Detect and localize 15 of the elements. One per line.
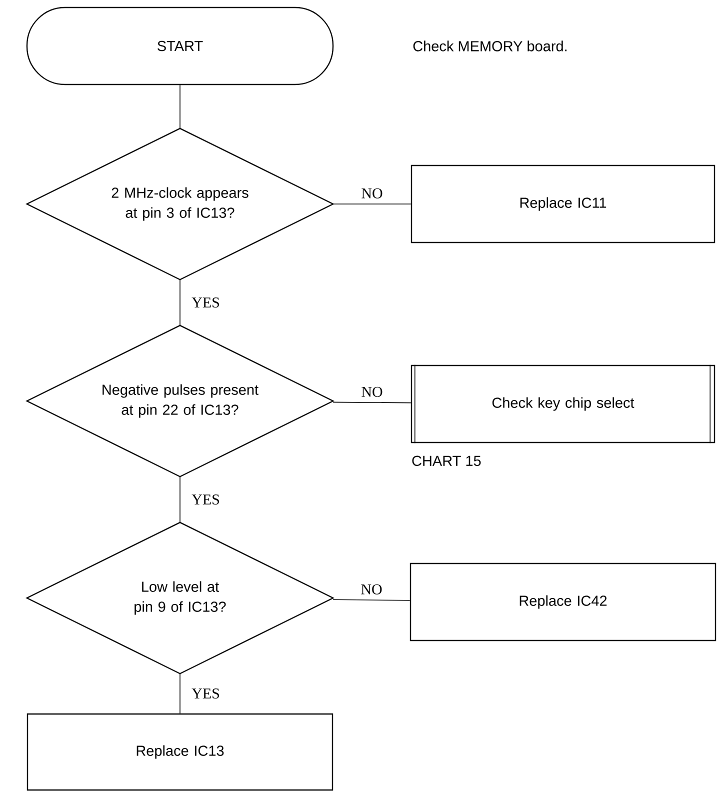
edge-label: YES [190,493,221,506]
start-terminal: START [26,6,334,86]
process-box: Replace IC11 [410,164,716,244]
note-text: Check MEMORY board. [413,40,567,52]
chart-reference: CHART 15 [412,456,481,466]
subroutine-box: Check key chip select [410,364,716,444]
process-box: Replace IC42 [410,562,716,642]
connector-line [332,402,412,404]
edge-label: YES [190,296,221,309]
process-box: Replace IC13 [26,713,334,791]
edge-label: NO [360,583,384,596]
edge-label: NO [360,187,384,200]
edge-label: NO [360,386,384,398]
edge-label: YES [190,687,221,700]
connector-line [332,599,410,601]
